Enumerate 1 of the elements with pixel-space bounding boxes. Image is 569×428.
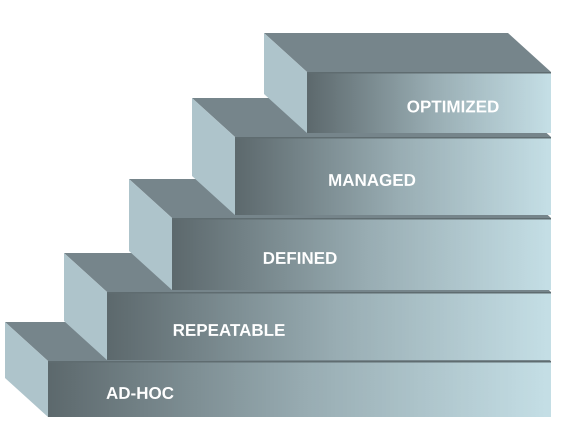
step-block: OPTIMIZED (264, 33, 551, 133)
